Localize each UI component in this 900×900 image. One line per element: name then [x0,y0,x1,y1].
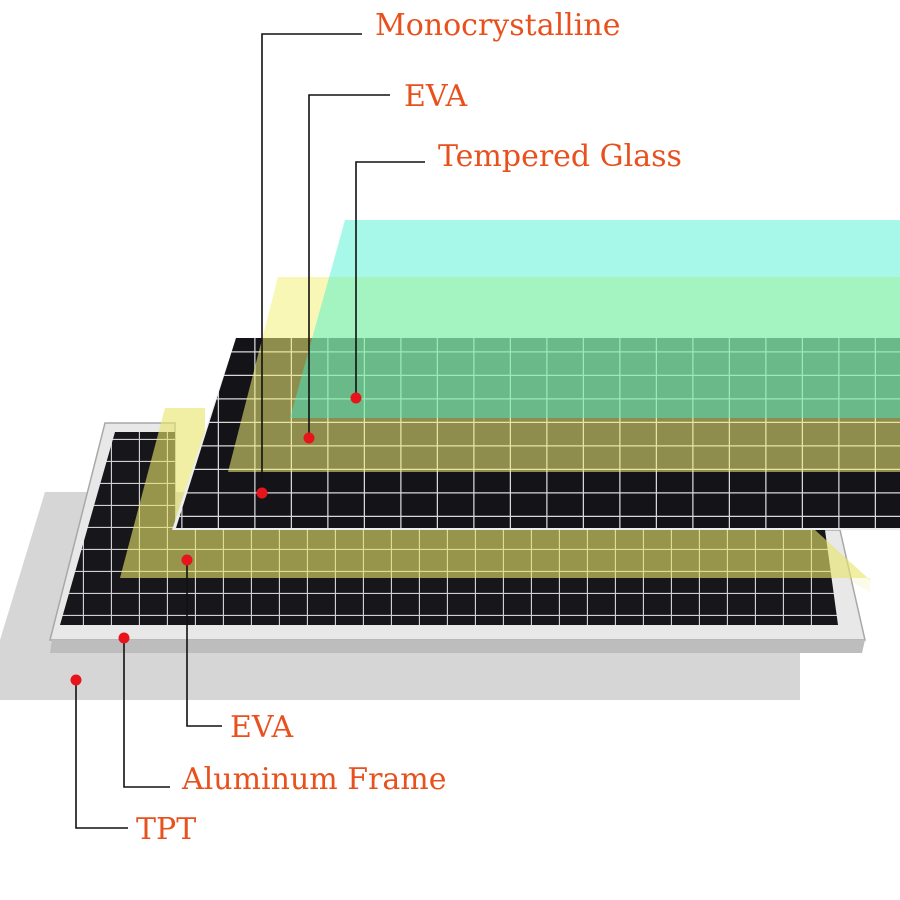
marker-dot-eva-bottom [181,554,193,566]
label-tpt: TPT [136,812,196,847]
marker-dot-eva-top [303,432,315,444]
label-tempered-glass: Tempered Glass [438,139,682,174]
label-aluminum-frame: Aluminum Frame [181,762,447,797]
label-eva-top: EVA [404,79,468,114]
marker-dot-tpt [70,674,82,686]
tempered-glass-layer [290,220,900,418]
leader-line-eva-bottom [186,560,222,727]
leader-line-tempered-glass [355,161,425,398]
eva-top-layer [228,277,900,472]
leader-line-aluminum-frame [123,638,170,788]
marker-dot-monocrystalline [256,487,268,499]
leader-line-tpt [75,680,128,829]
label-monocrystalline: Monocrystalline [375,8,620,43]
label-eva-bottom: EVA [230,710,294,745]
leader-line-monocrystalline [261,33,362,493]
leader-line-eva-top [308,94,390,438]
marker-dot-tempered-glass [350,392,362,404]
eva-bottom-layer [120,408,870,580]
marker-dot-aluminum-frame [118,632,130,644]
